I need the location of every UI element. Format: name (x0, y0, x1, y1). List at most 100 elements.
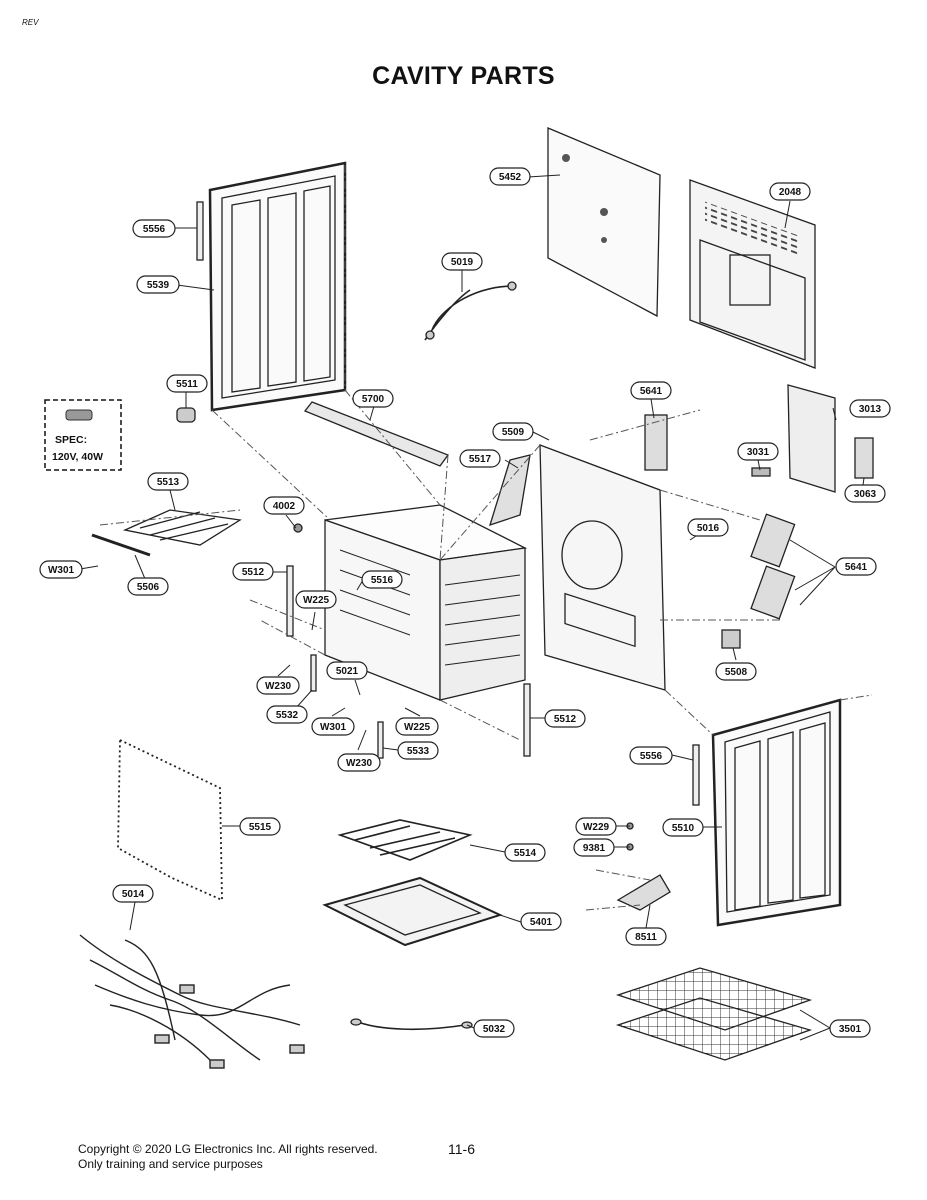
label-w225-lower: W225 (395, 717, 439, 736)
svg-text:W229: W229 (583, 822, 610, 833)
svg-text:5532: 5532 (276, 710, 299, 721)
door-switch-part (721, 629, 741, 649)
wire-harness-small-part (424, 285, 511, 341)
ground-wire-part (357, 1021, 466, 1031)
svg-text:5509: 5509 (502, 427, 525, 438)
label-5032: 5032 (473, 1019, 515, 1038)
drip-tray-part (322, 876, 503, 947)
insulation-strip-right-part (692, 744, 700, 806)
insulation-strip-left-part (196, 201, 204, 261)
svg-text:5452: 5452 (499, 172, 522, 183)
label-5452: 5452 (489, 167, 531, 186)
oven-rack-lower-part (615, 997, 813, 1061)
page-number: 11-6 (448, 1141, 475, 1157)
top-bracket-part (303, 401, 450, 467)
oven-cavity-part (324, 504, 528, 701)
svg-text:5512: 5512 (242, 567, 265, 578)
side-panel-left-part (208, 161, 347, 412)
small-rod-5533-part (377, 721, 384, 759)
label-5515: 5515 (239, 817, 281, 836)
svg-text:5641: 5641 (640, 386, 663, 397)
label-5512-left: 5512 (232, 562, 274, 581)
label-5016: 5016 (687, 518, 729, 537)
svg-text:5506: 5506 (137, 582, 160, 593)
assembly-lines (99, 165, 873, 911)
label-5641-lower: 5641 (835, 557, 877, 576)
label-3013: 3013 (849, 399, 891, 418)
label-5514: 5514 (504, 843, 546, 862)
spec-line-value: 120V, 40W (52, 451, 103, 463)
svg-text:5511: 5511 (176, 379, 198, 390)
label-w229: W229 (575, 817, 617, 836)
spec-box: SPEC: 120V, 40W (44, 399, 122, 471)
label-5021: 5021 (326, 661, 368, 680)
label-w230-left: W230 (256, 676, 300, 695)
svg-text:8511: 8511 (635, 932, 657, 943)
label-5509: 5509 (492, 422, 534, 441)
label-5516: 5516 (361, 570, 403, 589)
door-gasket-part (117, 738, 223, 902)
svg-text:5512: 5512 (554, 714, 577, 725)
revision-mark: REV (22, 18, 39, 27)
svg-text:4002: 4002 (273, 501, 296, 512)
hinge-bracket-mid-part (750, 513, 796, 568)
svg-text:5021: 5021 (336, 666, 359, 677)
svg-text:5514: 5514 (514, 848, 537, 859)
svg-text:5510: 5510 (672, 823, 695, 834)
label-5014: 5014 (112, 884, 154, 903)
svg-text:3013: 3013 (859, 404, 882, 415)
hinge-bracket-low-part (750, 565, 796, 620)
latch-bracket-part (616, 874, 671, 911)
label-5556-upper: 5556 (132, 219, 176, 238)
label-3501: 3501 (829, 1019, 871, 1038)
label-w225-upper: W225 (295, 590, 337, 609)
label-5700: 5700 (352, 389, 394, 408)
svg-text:3031: 3031 (747, 447, 770, 458)
side-panel-right-part (711, 698, 842, 927)
air-duct-part (489, 454, 531, 527)
label-5556-lower: 5556 (629, 746, 673, 765)
label-5508: 5508 (715, 662, 757, 681)
label-5513: 5513 (147, 472, 189, 491)
svg-text:5539: 5539 (147, 280, 170, 291)
svg-text:5016: 5016 (697, 523, 720, 534)
svg-text:5508: 5508 (725, 667, 748, 678)
svg-text:5019: 5019 (451, 257, 474, 268)
copyright-text: Copyright © 2020 LG Electronics Inc. All… (78, 1142, 378, 1156)
main-wire-harness-part (79, 934, 305, 1069)
small-rod-5532-part (310, 654, 317, 692)
spec-line-label: SPEC: (55, 434, 87, 446)
svg-text:5533: 5533 (407, 746, 430, 757)
svg-text:W230: W230 (346, 758, 373, 769)
usage-text: Only training and service purposes (78, 1157, 263, 1171)
svg-text:5513: 5513 (157, 477, 180, 488)
svg-text:3063: 3063 (854, 489, 877, 500)
label-5511: 5511 (166, 374, 208, 393)
rear-panel-part (547, 127, 661, 318)
front-frame-part (539, 444, 666, 691)
label-5401: 5401 (520, 912, 562, 931)
back-cover-part (689, 179, 816, 369)
label-5506: 5506 (127, 577, 169, 596)
label-8511: 8511 (625, 927, 667, 946)
label-5510: 5510 (662, 818, 704, 837)
label-5641-top: 5641 (630, 381, 672, 400)
label-9381: 9381 (573, 838, 615, 857)
svg-text:2048: 2048 (779, 187, 802, 198)
svg-text:9381: 9381 (583, 843, 606, 854)
label-5532: 5532 (266, 705, 308, 724)
svg-text:5700: 5700 (362, 394, 385, 405)
svg-text:W230: W230 (265, 681, 292, 692)
svg-text:5641: 5641 (845, 562, 868, 573)
rack-support-left-part (286, 565, 294, 637)
svg-text:5517: 5517 (469, 454, 492, 465)
control-bracket-part (787, 384, 836, 493)
svg-text:5556: 5556 (143, 224, 166, 235)
svg-text:5032: 5032 (483, 1024, 506, 1035)
label-4002: 4002 (263, 496, 305, 515)
svg-text:5401: 5401 (530, 917, 553, 928)
svg-text:W301: W301 (320, 722, 347, 733)
broil-element-part (122, 509, 242, 546)
label-5019: 5019 (441, 252, 483, 271)
